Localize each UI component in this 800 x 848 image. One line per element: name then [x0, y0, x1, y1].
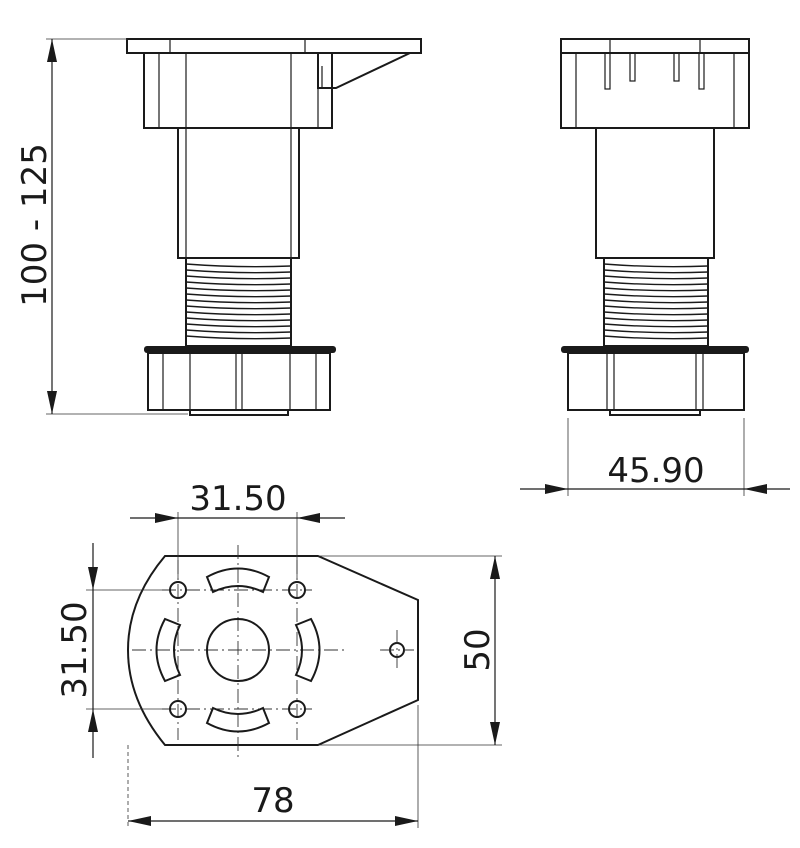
plate-height-label: 50: [458, 628, 498, 671]
side-foot-cap: [561, 346, 749, 353]
hole-spacing-vertical-label: 31.50: [55, 601, 95, 698]
plate-height-dimension: 50: [318, 555, 502, 746]
thread-line: [185, 287, 292, 292]
thread-line: [603, 305, 709, 310]
thread-line: [603, 293, 709, 298]
height-dimension: 100 - 125: [15, 38, 188, 415]
plate-length-label: 78: [251, 781, 294, 821]
central-bore: [206, 618, 270, 682]
side-upper-housing: [560, 52, 750, 129]
side-view: [560, 38, 750, 416]
thread-line: [185, 335, 292, 340]
mounting-hole-top-left: [169, 581, 187, 599]
thread-line: [603, 287, 709, 292]
thread-line: [603, 263, 709, 268]
front-threaded-stem: [185, 257, 292, 347]
slot-bottom: [205, 706, 271, 733]
thread-line: [185, 293, 292, 298]
side-base: [567, 352, 745, 411]
side-column: [595, 127, 715, 259]
height-range-label: 100 - 125: [15, 143, 55, 307]
mounting-hole-top-right: [288, 581, 306, 599]
front-upper-housing: [143, 52, 333, 129]
hole-spacing-vertical-dimension: 31.50: [55, 543, 168, 758]
mounting-hole-bottom-right: [288, 700, 306, 718]
side-top-plate: [560, 38, 750, 54]
thread-line: [185, 263, 292, 268]
thread-line: [185, 329, 292, 334]
thread-line: [603, 329, 709, 334]
hole-spacing-horizontal-dimension: 31.50: [130, 479, 345, 580]
thread-line: [603, 317, 709, 322]
hole-spacing-horizontal-label: 31.50: [189, 479, 286, 519]
thread-line: [185, 269, 292, 274]
side-width-dimension: 45.90: [520, 418, 790, 496]
thread-line: [603, 299, 709, 304]
top-view-plate: [126, 545, 419, 758]
thread-line: [185, 305, 292, 310]
slot-right: [294, 617, 321, 683]
thread-line: [603, 335, 709, 340]
side-width-label: 45.90: [607, 451, 704, 491]
plate-length-dimension: 78: [127, 705, 419, 828]
slot-left: [155, 617, 182, 683]
thread-line: [185, 275, 292, 280]
front-foot-cap: [144, 346, 336, 353]
mounting-hole-bottom-left: [169, 700, 187, 718]
thread-line: [185, 317, 292, 322]
front-top-plate: [126, 38, 422, 54]
slot-top: [205, 567, 271, 594]
thread-line: [603, 275, 709, 280]
front-view: [126, 38, 422, 416]
thread-line: [185, 299, 292, 304]
thread-line: [185, 281, 292, 286]
thread-line: [185, 311, 292, 316]
front-base: [147, 352, 331, 411]
thread-line: [603, 311, 709, 316]
thread-line: [603, 323, 709, 328]
thread-line: [185, 323, 292, 328]
thread-line: [603, 269, 709, 274]
side-threaded-stem: [603, 257, 709, 347]
thread-line: [603, 281, 709, 286]
front-column: [177, 127, 300, 259]
